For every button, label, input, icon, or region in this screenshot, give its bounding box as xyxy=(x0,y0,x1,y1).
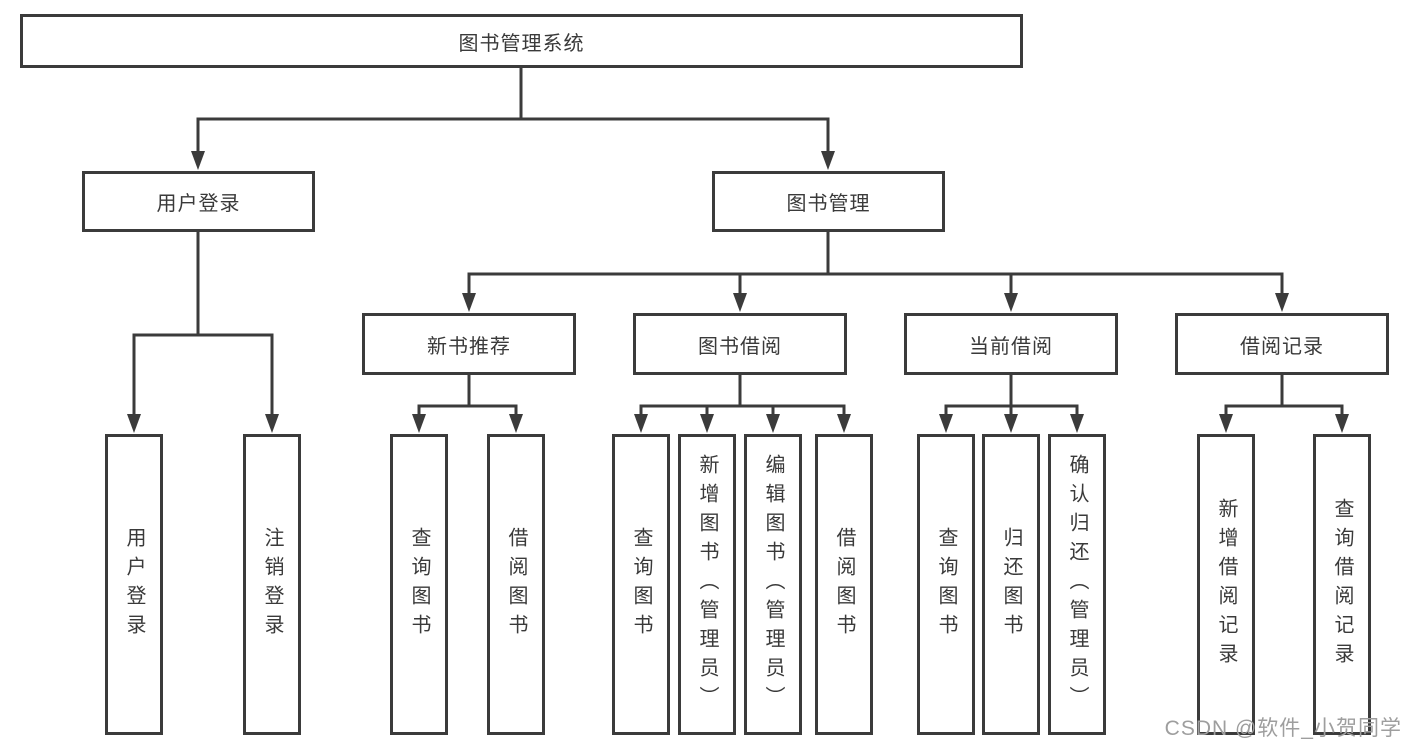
leaf-borrow-books-borrowing-label: 借阅图书 xyxy=(833,526,855,643)
leaf-confirm-return-admin-label: 确认归还（管理员） xyxy=(1066,454,1088,715)
leaf-add-book-admin-label: 新增图书（管理员） xyxy=(696,454,718,715)
node-library-management-system-label: 图书管理系统 xyxy=(458,32,585,55)
leaf-return-book: 归还图书 xyxy=(982,434,1040,735)
leaf-add-borrow-record-label: 新增借阅记录 xyxy=(1215,497,1237,672)
leaf-query-books-recommend-label: 查询图书 xyxy=(408,526,430,643)
leaf-edit-book-admin-label: 编辑图书（管理员） xyxy=(762,454,784,715)
leaf-borrow-books-recommend: 借阅图书 xyxy=(487,434,545,735)
csdn-watermark: CSDN @软件_小贺同学 xyxy=(1164,717,1402,740)
leaf-confirm-return-admin: 确认归还（管理员） xyxy=(1048,434,1106,735)
leaf-logout-label: 注销登录 xyxy=(261,526,283,643)
node-user-login-label: 用户登录 xyxy=(156,193,241,215)
leaf-query-books-current-label: 查询图书 xyxy=(935,526,957,643)
node-borrowing-records: 借阅记录 xyxy=(1175,313,1389,375)
node-borrowing-records-label: 借阅记录 xyxy=(1240,335,1324,358)
leaf-query-borrow-record-label: 查询借阅记录 xyxy=(1331,497,1353,672)
leaf-query-books-recommend: 查询图书 xyxy=(390,434,448,735)
node-current-borrowing: 当前借阅 xyxy=(904,313,1118,375)
node-book-management: 图书管理 xyxy=(712,171,945,232)
leaf-query-borrow-record: 查询借阅记录 xyxy=(1313,434,1371,735)
leaf-query-books-borrowing-label: 查询图书 xyxy=(630,526,652,643)
node-book-management-label: 图书管理 xyxy=(786,193,871,215)
leaf-query-books-borrowing: 查询图书 xyxy=(612,434,670,735)
leaf-borrow-books-recommend-label: 借阅图书 xyxy=(505,526,527,643)
node-current-borrowing-label: 当前借阅 xyxy=(969,335,1053,358)
leaf-edit-book-admin: 编辑图书（管理员） xyxy=(744,434,802,735)
leaf-return-book-label: 归还图书 xyxy=(1000,526,1022,643)
node-new-book-recommendation-label: 新书推荐 xyxy=(427,335,511,358)
node-book-borrowing-label: 图书借阅 xyxy=(698,335,782,358)
leaf-user-login-label: 用户登录 xyxy=(123,526,145,643)
node-new-book-recommendation: 新书推荐 xyxy=(362,313,576,375)
leaf-query-books-current: 查询图书 xyxy=(917,434,975,735)
leaf-add-book-admin: 新增图书（管理员） xyxy=(678,434,736,735)
node-library-management-system: 图书管理系统 xyxy=(20,14,1023,68)
node-user-login: 用户登录 xyxy=(82,171,315,232)
leaf-add-borrow-record: 新增借阅记录 xyxy=(1197,434,1255,735)
leaf-borrow-books-borrowing: 借阅图书 xyxy=(815,434,873,735)
leaf-logout: 注销登录 xyxy=(243,434,301,735)
node-book-borrowing: 图书借阅 xyxy=(633,313,847,375)
leaf-user-login: 用户登录 xyxy=(105,434,163,735)
